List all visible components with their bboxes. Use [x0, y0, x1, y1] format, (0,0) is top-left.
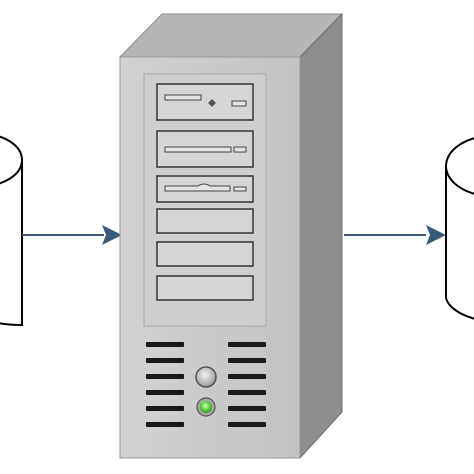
drive-button	[233, 146, 247, 153]
server-side-face	[299, 12, 343, 460]
target-database-top	[445, 137, 474, 195]
vent-slot	[146, 374, 184, 379]
floppy-slot	[164, 183, 231, 192]
drive-bay-3	[156, 175, 254, 203]
vent-slot	[228, 422, 266, 427]
source-database	[0, 135, 23, 327]
vent-slot	[228, 390, 266, 395]
drive-bay-2	[156, 130, 254, 168]
vent-slot	[228, 358, 266, 363]
vent-slot	[228, 374, 266, 379]
vent-slot	[228, 342, 266, 347]
vent-slot	[146, 406, 184, 411]
drive-bay-blank-1	[156, 208, 254, 234]
vent-slot	[146, 390, 184, 395]
drive-bay-blank-3	[156, 275, 254, 301]
drive-bay-1	[156, 83, 254, 121]
vent-slot	[146, 342, 184, 347]
source-database-top	[0, 135, 23, 185]
edge-source-to-server	[22, 225, 122, 245]
power-led	[196, 397, 216, 417]
server-tower	[118, 12, 344, 460]
drive-button	[231, 100, 247, 107]
vent-slot	[228, 406, 266, 411]
arrow-head	[426, 225, 446, 245]
arrow-head	[102, 225, 122, 245]
optical-tray	[164, 146, 232, 153]
edge-server-to-target	[344, 225, 446, 245]
target-database	[445, 137, 474, 320]
vent-slot	[146, 422, 184, 427]
drive-button	[233, 186, 247, 192]
optical-tray	[164, 94, 202, 101]
vent-grille	[146, 342, 266, 427]
eject-icon	[208, 99, 216, 107]
drive-bay-blank-2	[156, 241, 254, 267]
source-database-body	[0, 162, 23, 327]
power-button	[195, 366, 217, 388]
target-database-body	[445, 168, 474, 320]
vent-slot	[146, 358, 184, 363]
